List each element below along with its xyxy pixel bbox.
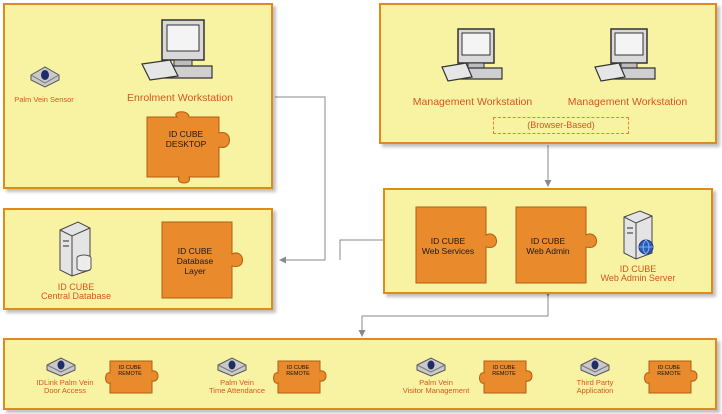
time-attendance-label: Palm Vein Time Attendance <box>208 378 265 395</box>
central-database-label: ID CUBE Central Database <box>40 282 112 302</box>
computer-icon <box>441 28 503 82</box>
management-workstation-1-label: Management Workstation <box>412 96 533 108</box>
visitor-management-label: Palm Vein Visitor Management <box>402 378 470 395</box>
computer-icon <box>594 28 656 82</box>
puzzle-piece-icon <box>105 360 159 394</box>
id-cube-remote-label: ID CUBE REMOTE <box>286 365 310 377</box>
enrolment-workstation-label: Enrolment Workstation <box>126 92 233 104</box>
web-server-icon <box>623 210 654 260</box>
id-cube-web-admin-label: ID CUBE Web Admin <box>526 236 570 256</box>
id-cube-remote-label: ID CUBE REMOTE <box>118 365 142 377</box>
puzzle-piece-icon <box>273 360 327 394</box>
puzzle-piece-icon <box>415 206 497 284</box>
third-party-application-label: Third Party Application <box>576 378 614 395</box>
web-admin-server-label: ID CUBE Web Admin Server <box>600 264 676 284</box>
palm-vein-sensor-icon <box>46 357 76 377</box>
palm-vein-sensor-icon <box>30 66 60 88</box>
palm-vein-sensor-icon <box>217 357 247 377</box>
management-panel <box>379 3 717 144</box>
id-cube-web-services-label: ID CUBE Web Services <box>421 236 475 256</box>
puzzle-piece-icon <box>515 206 597 284</box>
browser-based-label: (Browser-Based) <box>493 117 629 134</box>
enrolment-panel <box>3 3 273 189</box>
database-server-icon <box>59 221 92 277</box>
palm-vein-sensor-label: Palm Vein Sensor <box>14 95 74 104</box>
computer-icon <box>141 19 213 81</box>
id-cube-desktop-label: ID CUBE DESKTOP <box>165 129 207 149</box>
puzzle-piece-icon <box>644 360 698 394</box>
connector-enrolment-to-database <box>275 96 326 264</box>
puzzle-piece-icon <box>161 221 243 299</box>
connector-webadmin-to-database <box>339 239 383 260</box>
palm-vein-sensor-icon <box>580 357 610 377</box>
puzzle-piece-icon <box>146 111 230 184</box>
palm-vein-sensor-icon <box>416 357 446 377</box>
door-access-label: IDLink Palm Vein Door Access <box>36 378 94 395</box>
connector-webadmin-to-devices <box>358 290 552 337</box>
puzzle-piece-icon <box>479 360 533 394</box>
management-workstation-2-label: Management Workstation <box>567 96 688 108</box>
id-cube-remote-label: ID CUBE REMOTE <box>657 365 681 377</box>
id-cube-database-layer-label: ID CUBE Database Layer <box>176 246 214 276</box>
id-cube-remote-label: ID CUBE REMOTE <box>492 365 516 377</box>
